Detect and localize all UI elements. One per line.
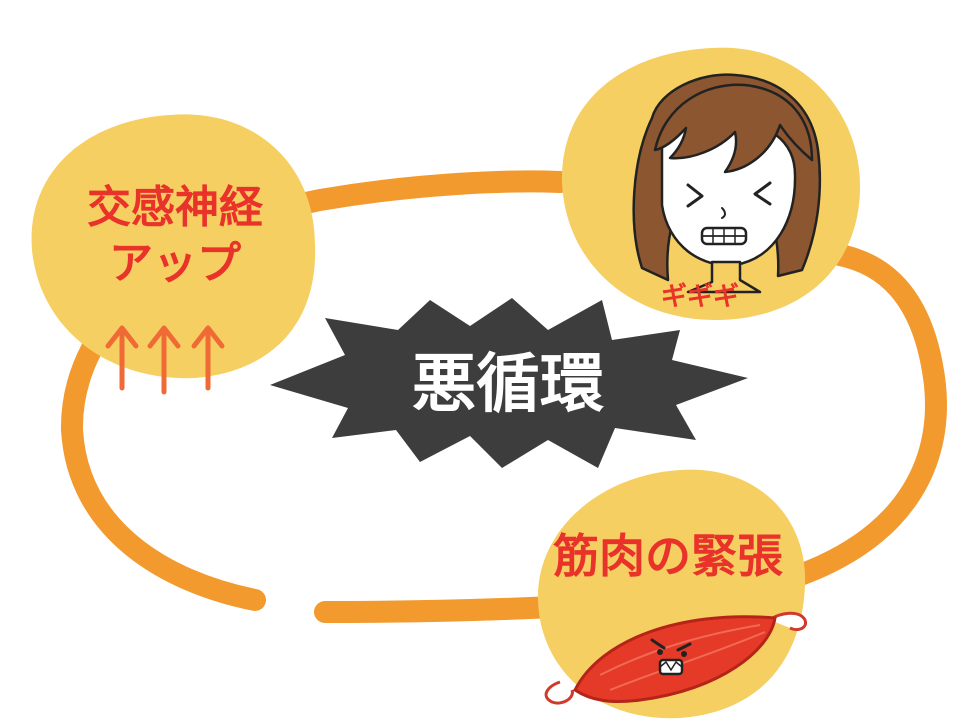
burst-shape xyxy=(270,298,748,468)
sympathetic-label-line2: アップ xyxy=(109,238,241,289)
clenching-face-icon xyxy=(632,73,822,294)
up-arrow-icon xyxy=(191,325,225,391)
muscle-node: 筋肉の緊張 xyxy=(537,469,808,719)
sympathetic-node: 交感神経 アップ xyxy=(31,114,316,395)
sympathetic-label-line1: 交感神経 xyxy=(87,182,264,233)
up-arrow-icon xyxy=(147,325,181,395)
clenching-caption: ギギギ xyxy=(661,282,739,312)
cycle-loop-right-arc xyxy=(314,244,947,623)
tense-muscle-icon xyxy=(544,611,808,705)
clenching-node: ギギギ xyxy=(561,47,861,321)
up-arrows xyxy=(105,325,225,395)
sympathetic-bubble xyxy=(31,114,316,379)
muscle-caption: 筋肉の緊張 xyxy=(553,529,783,583)
vicious-cycle-burst: 悪循環 xyxy=(270,298,748,468)
center-label: 悪循環 xyxy=(412,348,604,422)
up-arrow-icon xyxy=(105,325,139,391)
